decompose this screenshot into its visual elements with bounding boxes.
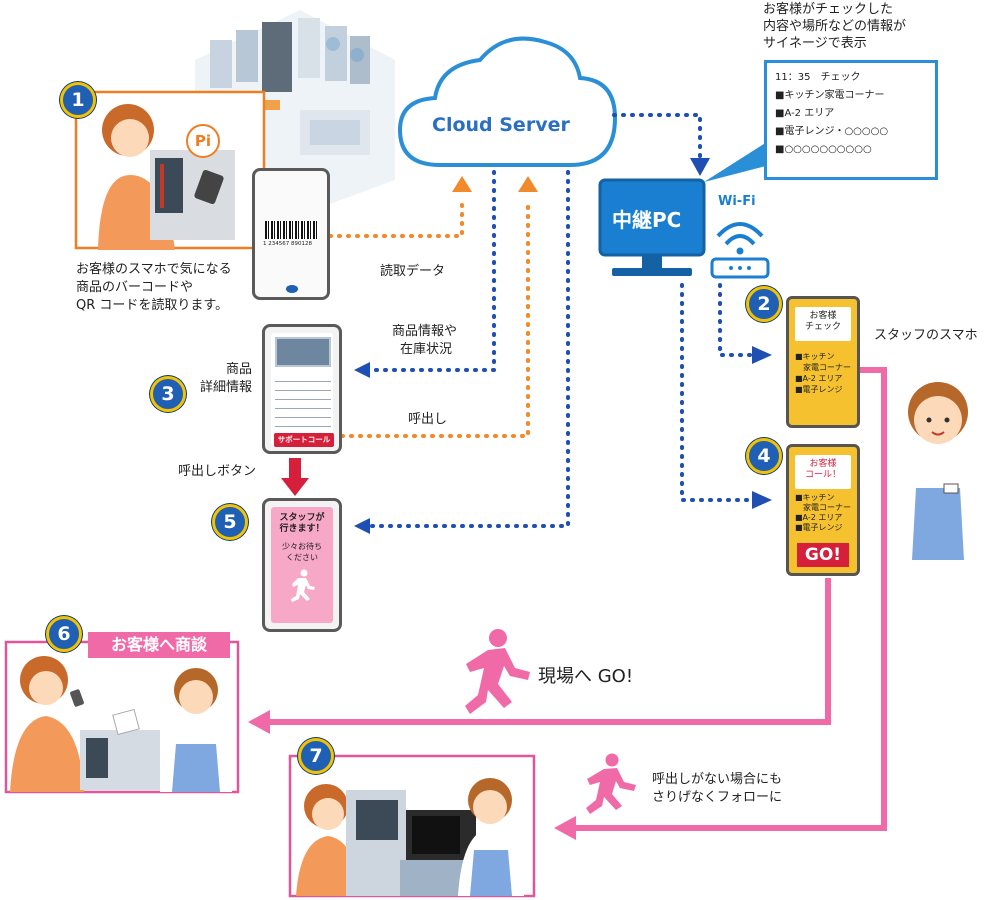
staff-call-line: 家電コーナー bbox=[795, 503, 851, 512]
staff-coming-sub-2: ください bbox=[286, 553, 318, 562]
staff-call-line: ■A-2 エリア bbox=[795, 513, 843, 522]
product-info-label-1: 商品情報や bbox=[392, 324, 458, 339]
product-info-label-2: 在庫状況 bbox=[400, 342, 453, 357]
staff-call-title-1: お客様 bbox=[809, 459, 837, 469]
staff-check-title-box: お客様 チェック bbox=[795, 307, 851, 341]
staff-check-card: お客様 チェック ■キッチン 家電コーナー ■A-2 エリア ■電子レンジ bbox=[786, 296, 860, 428]
relay-pc-monitor bbox=[598, 178, 706, 276]
blue-arrow-right-2 bbox=[752, 346, 772, 364]
signage-caption-line-1: お客様がチェックした bbox=[763, 2, 894, 17]
staff-call-title-2: コール！ bbox=[804, 470, 841, 480]
staff-call-line: ■キッチン bbox=[795, 493, 835, 502]
pink-arrow-left-7 bbox=[554, 816, 576, 840]
signage-line: ■A-2 エリア bbox=[775, 108, 835, 119]
wifi-label: Wi-Fi bbox=[718, 194, 756, 209]
signage-line: ■電子レンジ・○○○○○ bbox=[775, 126, 889, 137]
wifi-router-icon bbox=[710, 222, 770, 279]
step3-label-2: 詳細情報 bbox=[200, 380, 253, 395]
signage-display: 11：35 チェック ■キッチン家電コーナー ■A-2 エリア ■電子レンジ・○… bbox=[764, 60, 938, 180]
step-badge-6: 6 bbox=[46, 616, 82, 652]
signage-caption-line-2: 内容や場所などの情報が bbox=[763, 19, 907, 34]
go-button[interactable]: GO! bbox=[797, 543, 849, 567]
go-button-label: GO! bbox=[804, 545, 842, 565]
relay-pc-label: 中継PC bbox=[612, 208, 682, 232]
cloud-server-shape bbox=[397, 36, 618, 167]
staff-call-title-box: お客様 コール！ bbox=[795, 455, 851, 489]
call-button-arrow bbox=[281, 458, 309, 496]
staff-person-illustration bbox=[900, 382, 978, 560]
customer-scanning-illustration bbox=[74, 90, 266, 250]
follow-label-1: 呼出しがない場合にも bbox=[652, 772, 783, 787]
staff-smartphone-label: スタッフのスマホ bbox=[874, 328, 978, 343]
step1-text-line-1: お客様のスマホで気になる bbox=[76, 262, 232, 277]
product-detail-screen: サポートコール bbox=[271, 333, 334, 447]
staff-coming-title-1: スタッフが bbox=[279, 513, 325, 523]
staff-coming-screen: スタッフが 行きます！ 少々お待ち ください bbox=[271, 507, 333, 623]
consultation-scene-illustration bbox=[4, 640, 240, 794]
step-badge-4: 4 bbox=[746, 438, 782, 474]
staff-coming-phone: スタッフが 行きます！ 少々お待ち ください bbox=[262, 498, 342, 632]
consultation-banner-label: お客様へ商談 bbox=[110, 635, 207, 654]
blue-arrow-down-pc bbox=[690, 158, 710, 176]
orange-arrow-up-1 bbox=[452, 176, 472, 192]
step1-text-line-2: 商品のバーコードや bbox=[76, 280, 194, 295]
staff-check-line: ■電子レンジ bbox=[795, 385, 843, 394]
staff-check-line: ■キッチン bbox=[795, 352, 835, 361]
product-image bbox=[275, 337, 331, 367]
signage-callout-tail bbox=[704, 140, 770, 182]
signage-line: ■キッチン家電コーナー bbox=[775, 90, 885, 101]
call-button-label: 呼出しボタン bbox=[178, 464, 257, 479]
call-label: 呼出し bbox=[408, 412, 448, 427]
read-data-label: 読取データ bbox=[380, 264, 446, 279]
follow-up-scene-illustration bbox=[288, 754, 536, 898]
step-badge-3: 3 bbox=[150, 376, 186, 412]
product-detail-phone: サポートコール bbox=[262, 324, 342, 454]
staff-call-card: お客様 コール！ ■キッチン 家電コーナー ■A-2 エリア ■電子レンジ GO… bbox=[786, 444, 860, 576]
phone-home-button bbox=[286, 285, 298, 293]
step-badge-5: 5 bbox=[212, 504, 248, 540]
step-badge-2: 2 bbox=[746, 286, 782, 322]
staff-call-lines: ■キッチン 家電コーナー ■A-2 エリア ■電子レンジ bbox=[795, 493, 851, 533]
staff-check-title-1: お客様 bbox=[809, 311, 837, 321]
blue-arrow-right-4 bbox=[752, 491, 772, 509]
signage-caption-line-3: サイネージで表示 bbox=[763, 36, 867, 51]
staff-check-title-2: チェック bbox=[804, 322, 841, 332]
step3-label-1: 商品 bbox=[226, 362, 253, 377]
signage-line: 11：35 チェック bbox=[775, 72, 861, 83]
blue-flow-lines bbox=[368, 113, 754, 528]
step-badge-7: 7 bbox=[298, 738, 334, 774]
staff-check-line: ■A-2 エリア bbox=[795, 374, 843, 383]
signage-line: ■○○○○○○○○○○ bbox=[775, 144, 872, 155]
staff-call-line: ■電子レンジ bbox=[795, 523, 843, 532]
running-person-icon bbox=[291, 569, 315, 602]
step-badge-1: 1 bbox=[60, 82, 96, 118]
cloud-server-label: Cloud Server bbox=[432, 114, 570, 136]
staff-check-line: 家電コーナー bbox=[795, 363, 851, 372]
go-site-label: 現場へ GO! bbox=[538, 666, 634, 687]
staff-coming-sub-1: 少々お待ち bbox=[282, 542, 322, 551]
pink-flow-lines bbox=[268, 367, 887, 831]
orange-flow-lines bbox=[328, 198, 530, 438]
follow-label-2: さりげなくフォローに bbox=[652, 790, 783, 805]
support-call-button[interactable]: サポートコール bbox=[274, 433, 334, 447]
pi-badge: Pi bbox=[186, 124, 220, 158]
product-detail-lines bbox=[275, 373, 331, 427]
barcode-phone: 1 234567 890128 bbox=[252, 168, 330, 300]
barcode-digits: 1 234567 890128 bbox=[263, 241, 312, 247]
staff-coming-title-2: 行きます！ bbox=[279, 524, 325, 534]
blue-arrow-left-3 bbox=[354, 362, 370, 378]
support-call-button-label: サポートコール bbox=[277, 435, 331, 444]
orange-arrow-up-2 bbox=[518, 176, 538, 192]
staff-check-lines: ■キッチン 家電コーナー ■A-2 エリア ■電子レンジ bbox=[795, 351, 851, 395]
running-person-icon-small bbox=[586, 753, 636, 814]
running-person-icon-large bbox=[465, 629, 530, 714]
blue-arrow-left-5 bbox=[354, 518, 370, 534]
barcode-icon bbox=[265, 221, 319, 239]
pink-arrow-left-6 bbox=[248, 710, 270, 734]
pi-label: Pi bbox=[194, 132, 212, 150]
step1-text-line-3: QR コードを読取ります。 bbox=[76, 298, 229, 313]
consultation-banner: お客様へ商談 bbox=[88, 632, 230, 658]
